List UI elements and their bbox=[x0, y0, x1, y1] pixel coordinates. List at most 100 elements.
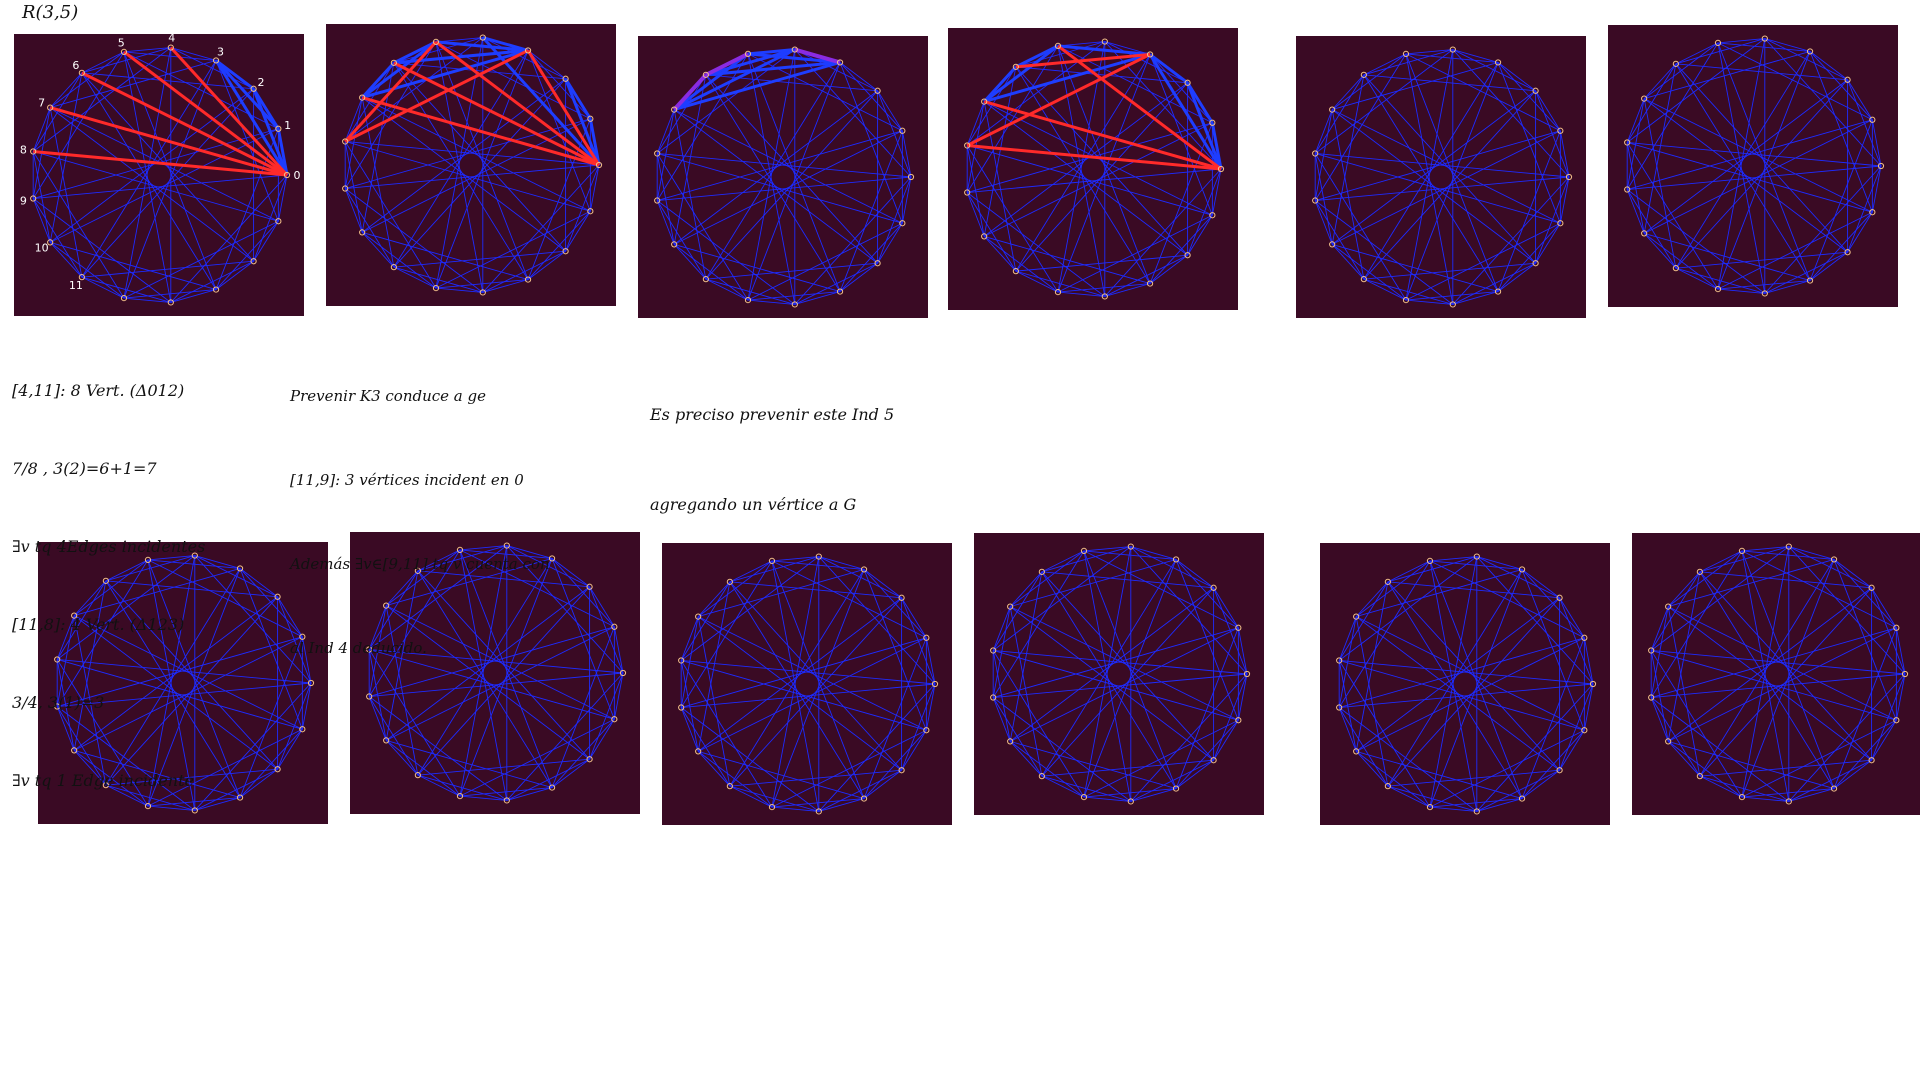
vertex bbox=[791, 301, 798, 308]
graph-edge bbox=[925, 637, 936, 685]
vertex bbox=[1648, 647, 1655, 654]
graph-edge bbox=[1429, 806, 1477, 812]
vertex bbox=[874, 87, 881, 94]
graph-edge bbox=[697, 581, 731, 617]
graph-edge bbox=[1041, 571, 1214, 761]
graph-edge bbox=[1213, 720, 1239, 761]
graph-edge bbox=[417, 545, 507, 572]
graph-edge bbox=[123, 51, 279, 130]
graph-edge bbox=[277, 174, 288, 222]
vertex-label: 7 bbox=[38, 96, 45, 109]
vertex bbox=[359, 94, 366, 101]
graph-edge bbox=[729, 785, 773, 808]
graph-edge bbox=[1429, 798, 1523, 808]
graph-edge bbox=[506, 545, 624, 674]
vertex bbox=[1556, 594, 1563, 601]
vertex bbox=[1146, 51, 1154, 58]
graph-edge bbox=[589, 672, 624, 760]
graph-edge bbox=[794, 291, 841, 305]
graph-edge bbox=[1429, 556, 1477, 562]
graph-edge bbox=[147, 559, 241, 569]
graph-edge bbox=[992, 606, 1011, 651]
vertex bbox=[1146, 280, 1154, 287]
vertex bbox=[1384, 578, 1391, 585]
vertex bbox=[524, 276, 532, 283]
graph-edge bbox=[435, 41, 484, 293]
graph-edge bbox=[966, 101, 985, 146]
vertex-label: 11 bbox=[69, 279, 83, 292]
graph-edge bbox=[1363, 49, 1453, 76]
graph-edge bbox=[1083, 550, 1177, 789]
graph-edge bbox=[345, 141, 600, 166]
vertex bbox=[726, 783, 733, 790]
graph-edge bbox=[1009, 571, 1043, 607]
graph-edge bbox=[393, 62, 529, 280]
graph-edge bbox=[1741, 550, 1897, 629]
highlight-edge-blue bbox=[705, 48, 796, 77]
graph-edge bbox=[1452, 291, 1499, 305]
graph-edge bbox=[344, 141, 437, 289]
vertex bbox=[1054, 289, 1062, 296]
graph-edge bbox=[681, 683, 936, 708]
graph-edge bbox=[1331, 109, 1365, 280]
graph-edge bbox=[1237, 627, 1248, 675]
vertex bbox=[899, 127, 906, 134]
graph-edge bbox=[170, 47, 217, 61]
graph-edge bbox=[459, 549, 615, 628]
graph-edge bbox=[901, 597, 936, 685]
graph-edge bbox=[729, 556, 819, 583]
graph-edge bbox=[253, 174, 288, 262]
graph-edge bbox=[992, 697, 1043, 777]
graph-edge bbox=[1699, 775, 1743, 798]
graph-edge bbox=[589, 586, 615, 627]
graph-edge bbox=[1626, 189, 1766, 294]
graph-edge bbox=[1650, 606, 1669, 698]
graph-edge bbox=[729, 581, 902, 771]
vertex bbox=[524, 47, 532, 54]
vertex bbox=[1243, 670, 1251, 678]
highlight-edge-blue bbox=[747, 52, 841, 64]
graph-edge bbox=[56, 559, 149, 707]
graph-edge bbox=[170, 174, 288, 303]
graph-edge bbox=[656, 200, 707, 280]
graph-edge bbox=[1149, 214, 1213, 284]
vertex bbox=[299, 726, 306, 733]
graph-edge bbox=[215, 220, 279, 290]
graph-edge bbox=[49, 107, 254, 262]
graph-edge bbox=[551, 558, 590, 588]
graph-edge bbox=[1764, 165, 1882, 294]
vertex bbox=[1556, 767, 1563, 774]
vertex bbox=[144, 803, 152, 810]
vertex bbox=[71, 612, 78, 619]
graph-edge bbox=[1809, 211, 1873, 281]
graph-edge bbox=[1650, 650, 1743, 798]
graph-edge bbox=[1452, 262, 1536, 305]
graph-edge bbox=[794, 262, 878, 305]
vertex bbox=[1353, 613, 1360, 620]
highlight-edge-purple bbox=[794, 47, 841, 65]
graph-edge bbox=[1009, 571, 1043, 742]
vertex bbox=[479, 34, 486, 41]
graph-edge bbox=[56, 706, 107, 786]
vertex bbox=[1714, 286, 1722, 293]
graph-edge bbox=[551, 718, 615, 788]
graph-edge bbox=[393, 50, 529, 268]
note-2-line: Además ∃v∈[9,11] tq v cuenta con bbox=[290, 555, 550, 573]
graph-edge bbox=[680, 707, 820, 812]
graph-edge bbox=[345, 141, 591, 212]
graph-edge bbox=[656, 200, 796, 305]
graph-edge bbox=[657, 176, 912, 201]
vertex bbox=[695, 613, 702, 620]
graph-edge bbox=[1356, 750, 1523, 800]
graph-edge bbox=[1015, 66, 1188, 84]
graph-edge bbox=[1521, 569, 1585, 639]
vertex-label: 4 bbox=[168, 34, 175, 45]
graph-edge bbox=[105, 580, 278, 770]
graph-edge bbox=[277, 729, 303, 770]
graph-edge bbox=[1717, 288, 1765, 294]
vertex bbox=[1172, 556, 1180, 563]
graph-edge bbox=[1041, 571, 1214, 589]
graph-edge bbox=[1010, 558, 1177, 608]
graph-edge bbox=[1741, 796, 1789, 802]
graph-edge bbox=[681, 660, 936, 685]
